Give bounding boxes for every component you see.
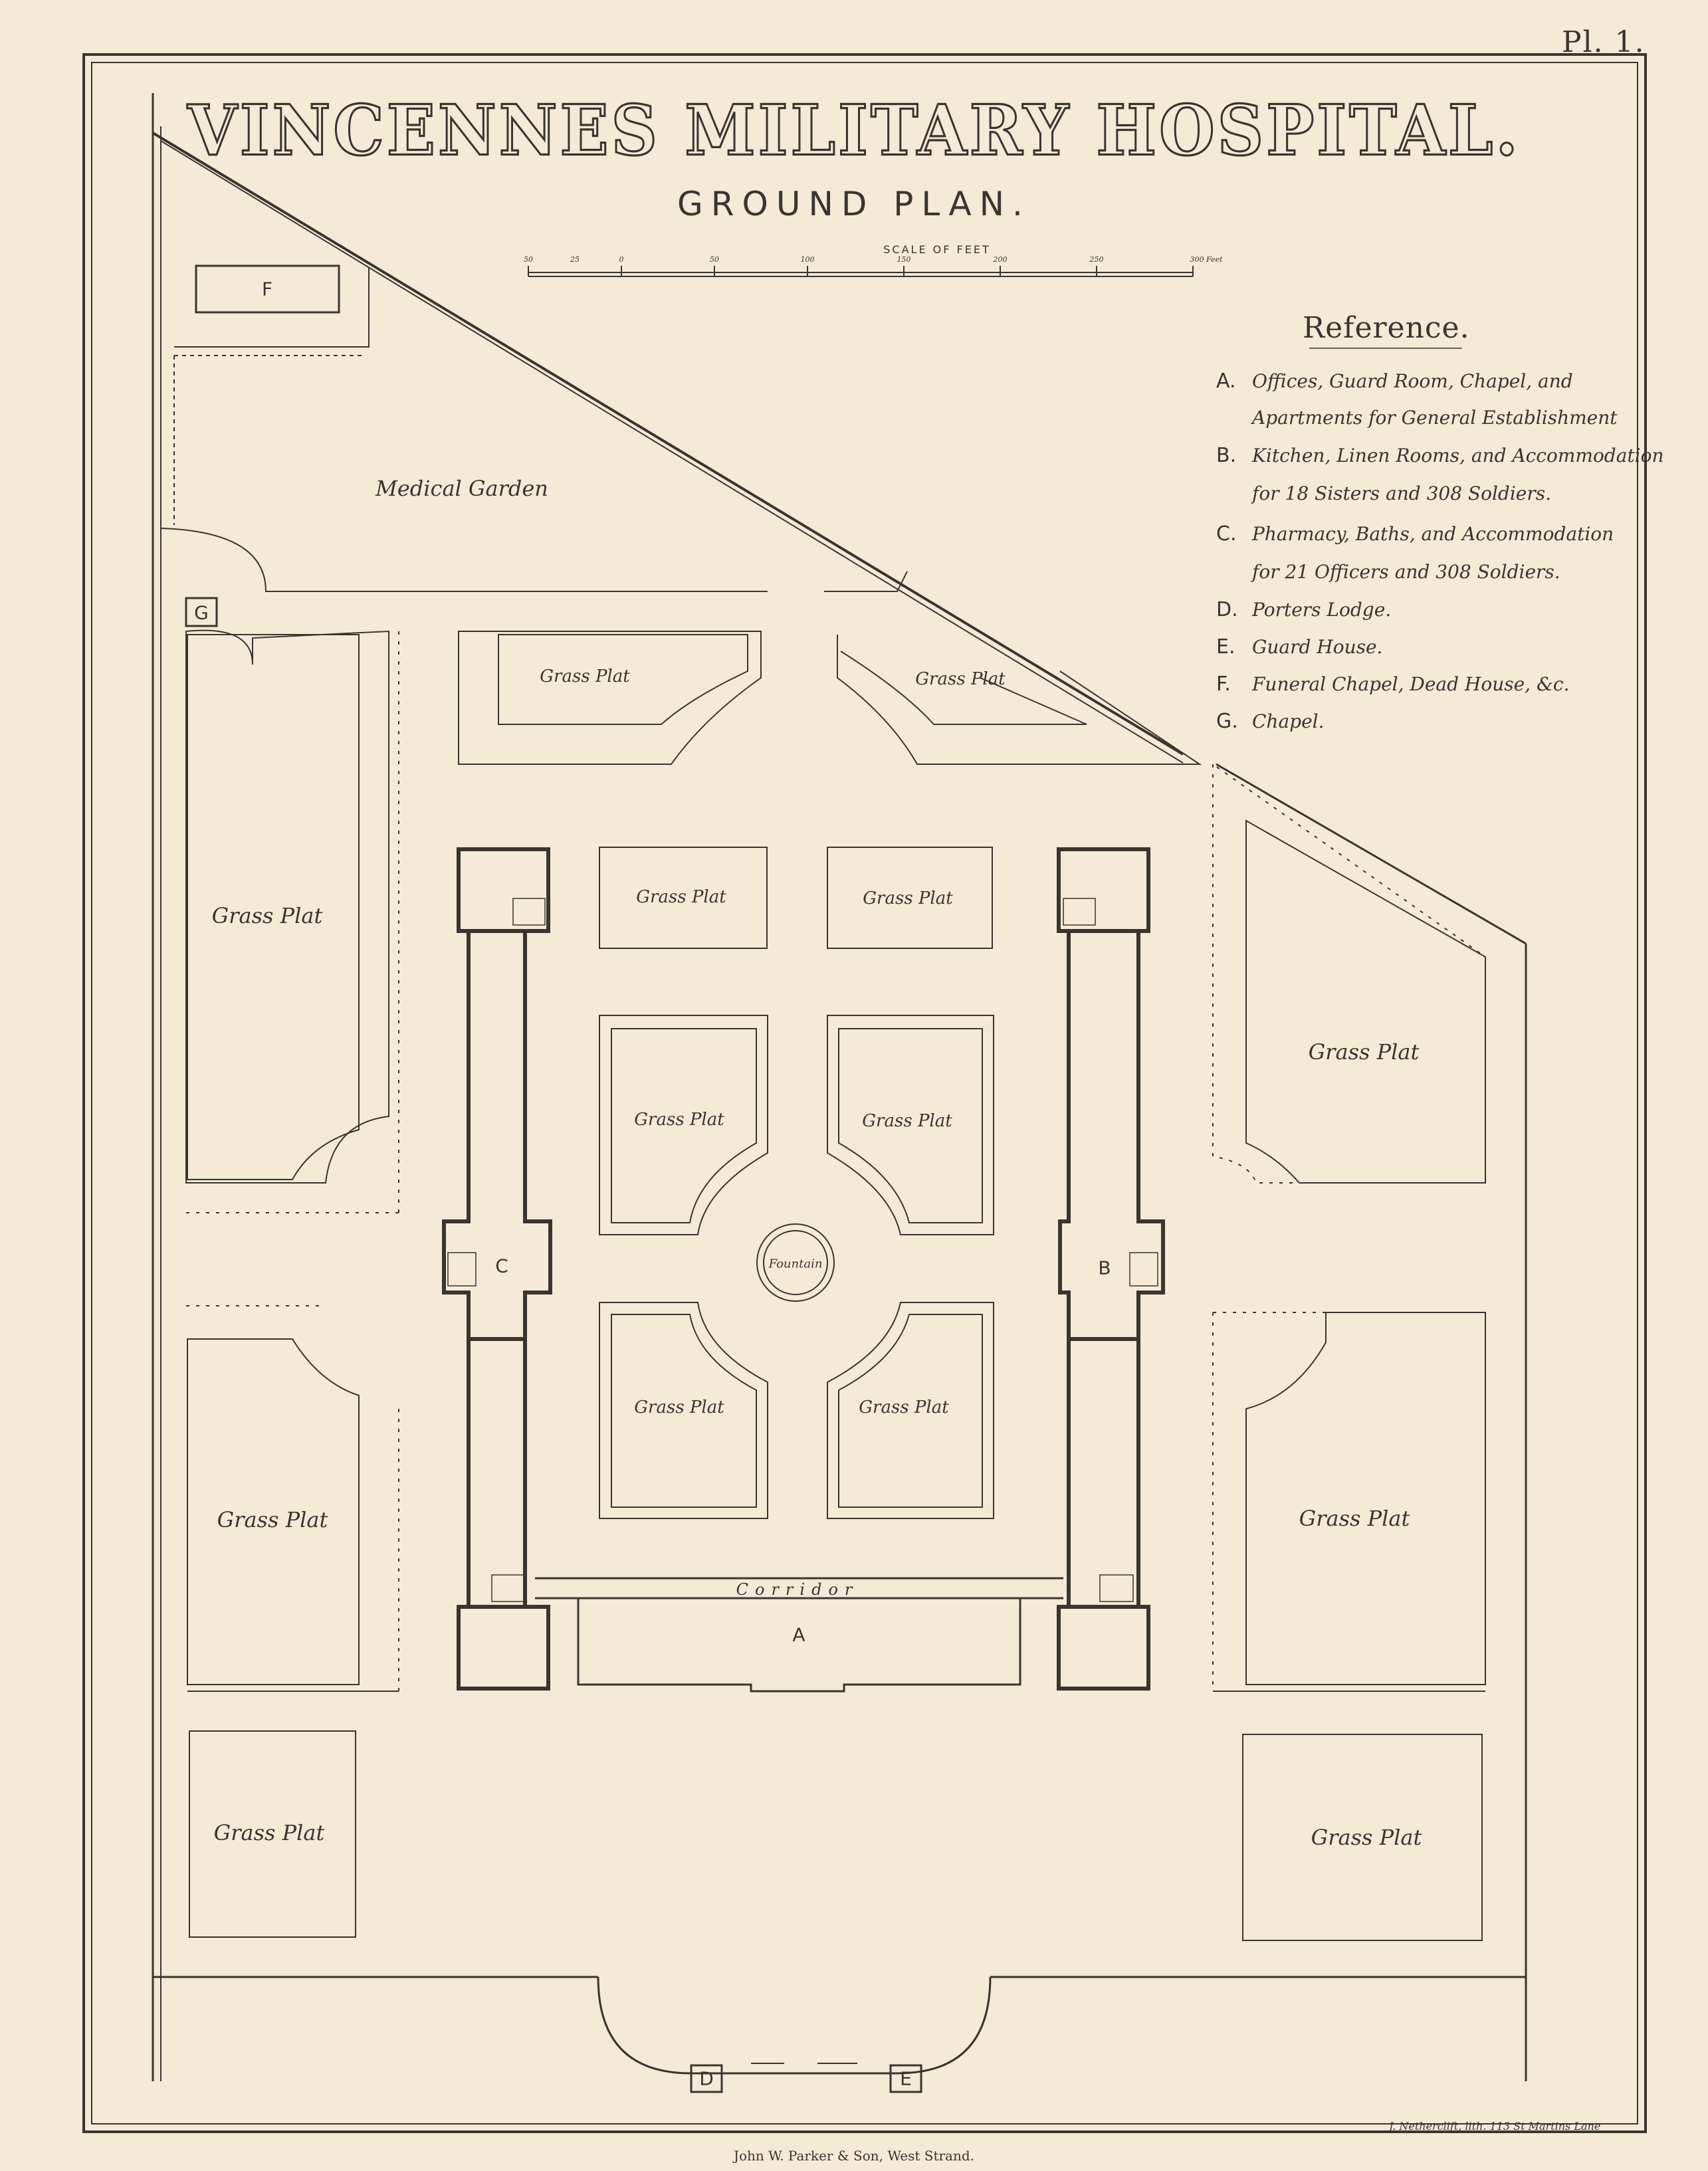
grass-plat-quad-se-outline xyxy=(827,1302,994,1519)
reference-text: Pharmacy, Baths, and Accommodation xyxy=(1252,523,1614,545)
grass-plat-quad-ne-outline xyxy=(827,1015,994,1235)
label-grass-plat: Grass Plat xyxy=(862,1111,952,1131)
label-grass-plat: Grass Plat xyxy=(213,1820,325,1845)
grass-plat-right-upper-outline xyxy=(1212,764,1486,1184)
building-g-outline xyxy=(185,597,218,627)
building-a-outline xyxy=(577,1598,1021,1693)
building-e-outline xyxy=(889,2064,922,2093)
grass-plat-quad-nw-outline xyxy=(599,1015,768,1235)
label-grass-plat: Grass Plat xyxy=(1311,1825,1422,1850)
reference-item-g: G. Chapel. xyxy=(1216,710,1325,733)
scale-tick: 100 xyxy=(800,255,815,264)
grass-plat-right-lower-outline xyxy=(1245,1312,1486,1685)
label-grass-plat: Grass Plat xyxy=(859,1397,949,1417)
label-grass-plat: Grass Plat xyxy=(211,903,323,928)
outer-border xyxy=(82,53,1647,2133)
reference-key: B. xyxy=(1216,444,1237,467)
scale-tick: 0 xyxy=(619,255,624,264)
engraver-credit: J. Netherclift, lith. 113 St Martins Lan… xyxy=(1389,2120,1601,2132)
label-medical-garden: Medical Garden xyxy=(375,476,548,501)
pavilion-c-outline xyxy=(442,847,552,1691)
grass-plat-bottom-left-outline xyxy=(189,1730,356,1938)
reference-text: Funeral Chapel, Dead House, &c. xyxy=(1252,673,1570,695)
map-subtitle: GROUND PLAN. xyxy=(677,185,1031,223)
reference-text-cont: Apartments for General Establishment xyxy=(1252,407,1618,429)
label-building-b: B xyxy=(1098,1257,1111,1279)
reference-text: Chapel. xyxy=(1252,710,1325,732)
label-corridor: Corridor xyxy=(736,1580,859,1599)
scale-tick: 250 xyxy=(1089,255,1104,264)
reference-text: Porters Lodge. xyxy=(1252,599,1392,621)
scale-title: SCALE OF FEET xyxy=(883,243,991,256)
reference-heading: Reference. xyxy=(1303,311,1470,345)
grass-plat-center-top-right-outline xyxy=(827,847,993,949)
publisher-imprint: John W. Parker & Son, West Strand. xyxy=(733,2148,975,2164)
grass-plat-quad-sw-outline xyxy=(599,1302,768,1519)
medical-garden-enclosure xyxy=(160,267,908,592)
scale-tick: 50 xyxy=(710,255,719,264)
scale-tick: 25 xyxy=(570,255,580,264)
reference-item-b: B. Kitchen, Linen Rooms, and Accommodatio… xyxy=(1216,444,1664,467)
reference-item-a: A. Offices, Guard Room, Chapel, and xyxy=(1216,369,1573,393)
reference-text: Offices, Guard Room, Chapel, and xyxy=(1252,370,1573,392)
reference-item-f: F. Funeral Chapel, Dead House, &c. xyxy=(1216,672,1570,696)
grass-plat-left-lower-outline xyxy=(187,1338,360,1685)
reference-key: F. xyxy=(1216,672,1231,696)
label-grass-plat: Grass Plat xyxy=(540,667,630,686)
reference-key: D. xyxy=(1216,598,1238,621)
scale-tick: 200 xyxy=(993,255,1008,264)
label-grass-plat: Grass Plat xyxy=(634,1110,724,1130)
building-d-outline xyxy=(690,2064,723,2093)
scale-tick: 50 xyxy=(524,255,533,264)
label-building-c: C xyxy=(495,1255,508,1277)
label-fountain: Fountain xyxy=(768,1257,823,1271)
grass-plat-top-right-outline xyxy=(837,635,1202,765)
reference-text: Kitchen, Linen Rooms, and Accommodation xyxy=(1252,445,1664,466)
grass-plat-top-left-outline xyxy=(458,631,762,765)
label-building-a: A xyxy=(792,1623,805,1646)
label-building-g: G xyxy=(194,601,209,624)
grass-plat-bottom-right-outline xyxy=(1242,1734,1483,1941)
label-grass-plat: Grass Plat xyxy=(636,887,726,907)
building-f-outline xyxy=(195,264,340,314)
inner-border xyxy=(91,62,1638,2124)
reference-item-d: D. Porters Lodge. xyxy=(1216,598,1391,621)
reference-key: G. xyxy=(1216,710,1238,733)
label-grass-plat: Grass Plat xyxy=(915,669,1006,689)
pavilion-b-outline xyxy=(1057,847,1165,1691)
site-boundary xyxy=(152,93,1527,2081)
label-grass-plat: Grass Plat xyxy=(217,1507,328,1532)
reference-text: Guard House. xyxy=(1252,636,1383,658)
plate-number: Pl. 1. xyxy=(1562,25,1646,59)
reference-item-c: C. Pharmacy, Baths, and Accommodation xyxy=(1216,522,1614,546)
reference-key: C. xyxy=(1216,522,1237,546)
scale-bar xyxy=(528,266,1194,277)
label-grass-plat: Grass Plat xyxy=(634,1397,724,1417)
reference-text-cont: for 18 Sisters and 308 Soldiers. xyxy=(1252,482,1552,504)
reference-text-cont: for 21 Officers and 308 Soldiers. xyxy=(1252,561,1560,583)
label-grass-plat: Grass Plat xyxy=(1308,1039,1420,1065)
reference-item-e: E. Guard House. xyxy=(1216,635,1382,659)
grass-plat-left-upper-outline xyxy=(185,629,389,1184)
reference-key: E. xyxy=(1216,635,1235,659)
fountain-outline xyxy=(756,1223,835,1302)
stairs xyxy=(447,898,1158,1602)
scale-tick: 150 xyxy=(897,255,911,264)
label-building-f: F xyxy=(261,278,273,300)
label-grass-plat: Grass Plat xyxy=(1299,1506,1410,1531)
reference-key: A. xyxy=(1216,369,1236,393)
grass-plat-center-top-left-outline xyxy=(599,847,768,949)
scale-tick: 300 Feet xyxy=(1190,255,1223,264)
label-grass-plat: Grass Plat xyxy=(863,888,953,908)
label-building-d: D xyxy=(699,2067,714,2090)
label-building-e: E xyxy=(900,2067,912,2090)
map-title: VINCENNES MILITARY HOSPITAL. xyxy=(187,89,1521,172)
